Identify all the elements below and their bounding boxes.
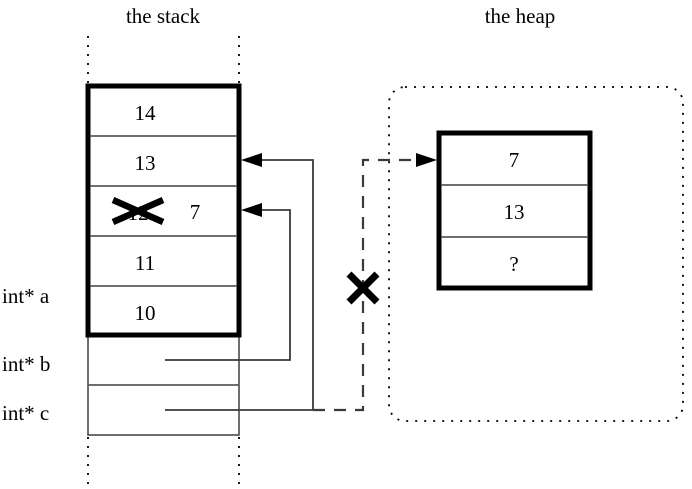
heap-cell-value-2: ? [509,252,518,276]
pointer-b-arrow [165,209,291,361]
stack-cell-value-0: 14 [135,101,157,125]
struck-value-x-icon [111,197,165,225]
heap-cell-value-1: 13 [504,200,525,224]
pointer-b-arrowhead-icon [241,203,262,217]
heap-block [436,130,593,291]
pointer-c-arrow [165,159,314,411]
broken-link-x-icon [346,271,380,305]
stack-cell-new-value-2: 7 [190,200,201,224]
stack-title: the stack [126,4,201,28]
stack-cell-value-3: 11 [135,251,155,275]
stack-cell-value-4: 10 [135,301,156,325]
var-label-c: int* c [2,401,49,425]
pointer-c-arrowhead-icon [241,153,262,167]
heap-title: the heap [485,4,556,28]
var-label-a: int* a [2,284,50,308]
heap-link-arrowhead-icon [416,153,437,167]
heap-cell-value-0: 7 [509,148,520,172]
stack-cell-value-1: 13 [135,151,156,175]
stack-value-box [85,83,242,338]
var-label-b: int* b [2,352,50,376]
